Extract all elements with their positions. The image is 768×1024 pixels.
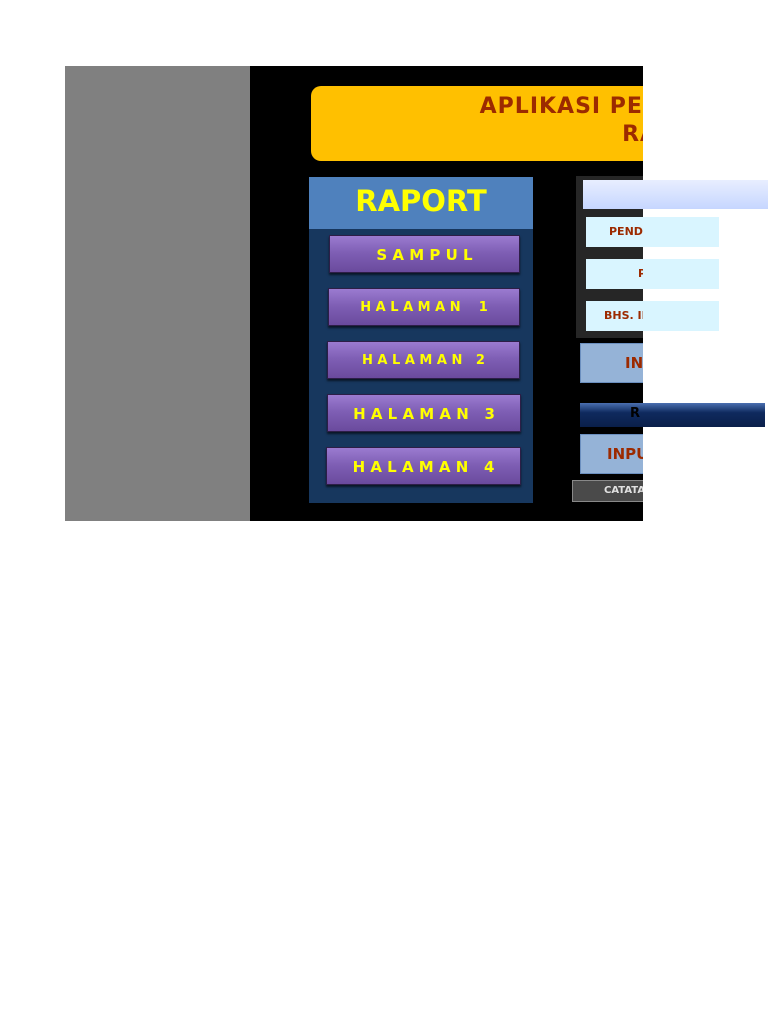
rekap-button[interactable]: R (580, 403, 643, 427)
subject-button-p[interactable]: P (586, 259, 643, 289)
subject-button-overflow-3 (643, 301, 719, 331)
rekap-button-overflow (643, 403, 765, 427)
app-title-line-2: RAPO (622, 122, 643, 147)
input-nilai-button[interactable]: IN (580, 343, 643, 383)
left-gray-panel (65, 66, 250, 521)
halaman-4-button[interactable]: H A L A M A N 4 (326, 447, 521, 485)
halaman-3-button[interactable]: H A L A M A N 3 (327, 394, 521, 432)
app-title-banner: APLIKASI PEN RAPO (311, 86, 643, 161)
raport-header: RAPORT (309, 177, 533, 229)
halaman-1-button[interactable]: H A L A M A N 1 (328, 288, 520, 326)
subject-button-pend[interactable]: PEND (586, 217, 643, 247)
subject-button-overflow-2 (643, 259, 719, 289)
catatan-button[interactable]: CATATA (572, 480, 643, 502)
subject-button-bhs-indonesia[interactable]: BHS. IN (586, 301, 643, 331)
subject-menu-header (583, 180, 643, 209)
subject-button-overflow-1 (643, 217, 719, 247)
app-title-line-1: APLIKASI PEN (479, 94, 643, 119)
main-panel: APLIKASI PEN RAPO RAPORT S A M P U L H A… (250, 66, 643, 521)
input-button[interactable]: INPU (580, 434, 643, 474)
subject-menu-header-overflow (643, 180, 768, 209)
sampul-button[interactable]: S A M P U L (329, 235, 520, 273)
halaman-2-button[interactable]: H A L A M A N 2 (327, 341, 520, 379)
